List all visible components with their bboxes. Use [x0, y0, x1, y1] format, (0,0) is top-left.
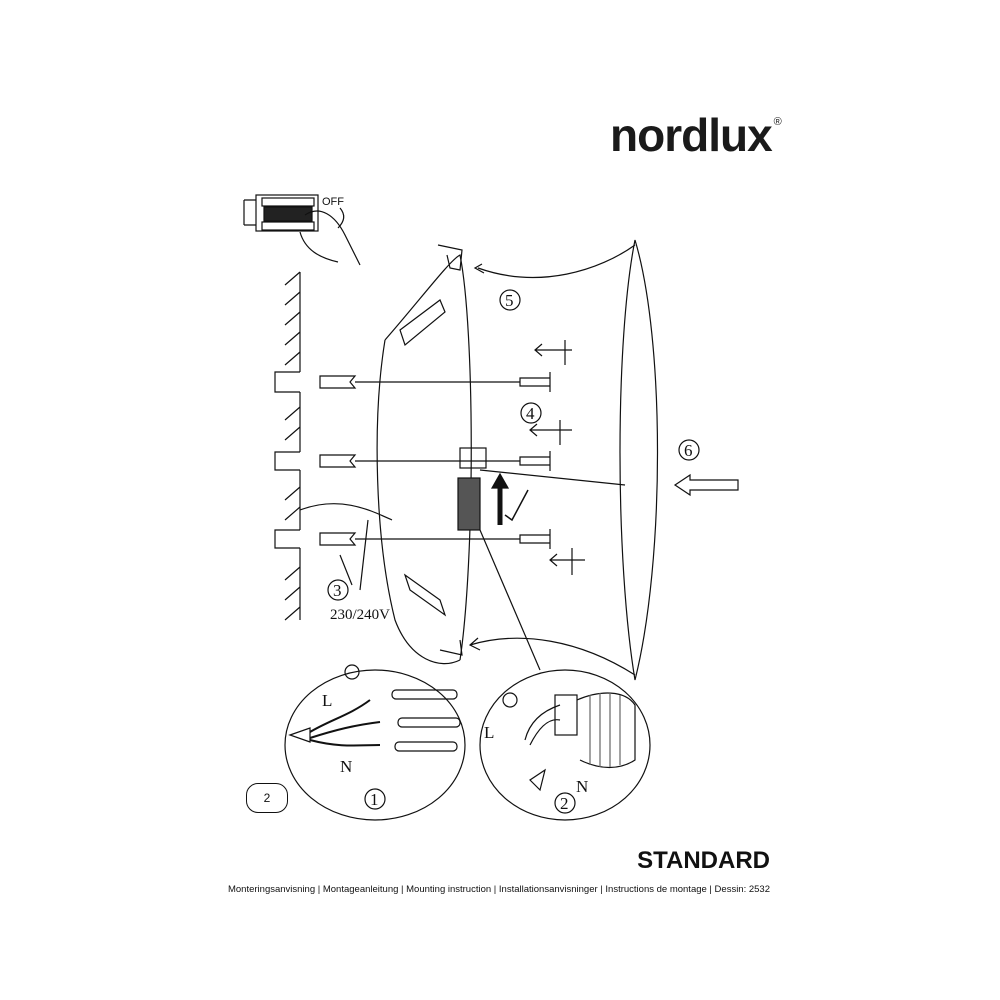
- registered-mark: ®: [773, 116, 782, 128]
- mounting-plate: [376, 244, 472, 665]
- checkmark-icon: [504, 489, 529, 522]
- push-arrow-icon: [673, 473, 739, 497]
- screws: [519, 372, 551, 549]
- footer-text: Monteringsanvisning | Montageanleitung |…: [227, 884, 770, 895]
- brand-name: nordlux: [610, 109, 773, 161]
- step-5-label: 5: [505, 291, 514, 310]
- detail-circle-connection: [479, 669, 651, 821]
- detail-circle-wiring: [284, 669, 466, 821]
- voltage-label: 230/240V: [330, 607, 390, 623]
- off-label: OFF: [322, 196, 344, 208]
- neutral-label-2: N: [576, 777, 588, 796]
- fuse-box-icon: [243, 194, 361, 266]
- live-label-1: L: [322, 691, 332, 710]
- step-1-label: 1: [370, 790, 379, 809]
- neutral-label-1: N: [340, 757, 352, 776]
- wall: [274, 271, 301, 621]
- cover-glass: [619, 239, 659, 681]
- step-4-label: 4: [526, 404, 535, 423]
- step-3-label: 3: [333, 581, 342, 600]
- step-6-label: 6: [684, 441, 693, 460]
- connection-detail: [502, 692, 636, 792]
- page-number: 2: [246, 783, 288, 813]
- wiring-detail: [288, 664, 461, 752]
- live-label-2: L: [484, 723, 494, 742]
- terminal-block: [459, 447, 487, 469]
- product-title: STANDARD: [637, 847, 770, 874]
- power-cable: [299, 503, 393, 521]
- driver-unit: [457, 477, 481, 531]
- off-arrow-icon: [337, 207, 345, 229]
- wall-plugs: [319, 375, 357, 546]
- step-2-label: 2: [560, 794, 569, 813]
- brand-logo: nordlux®: [610, 108, 782, 162]
